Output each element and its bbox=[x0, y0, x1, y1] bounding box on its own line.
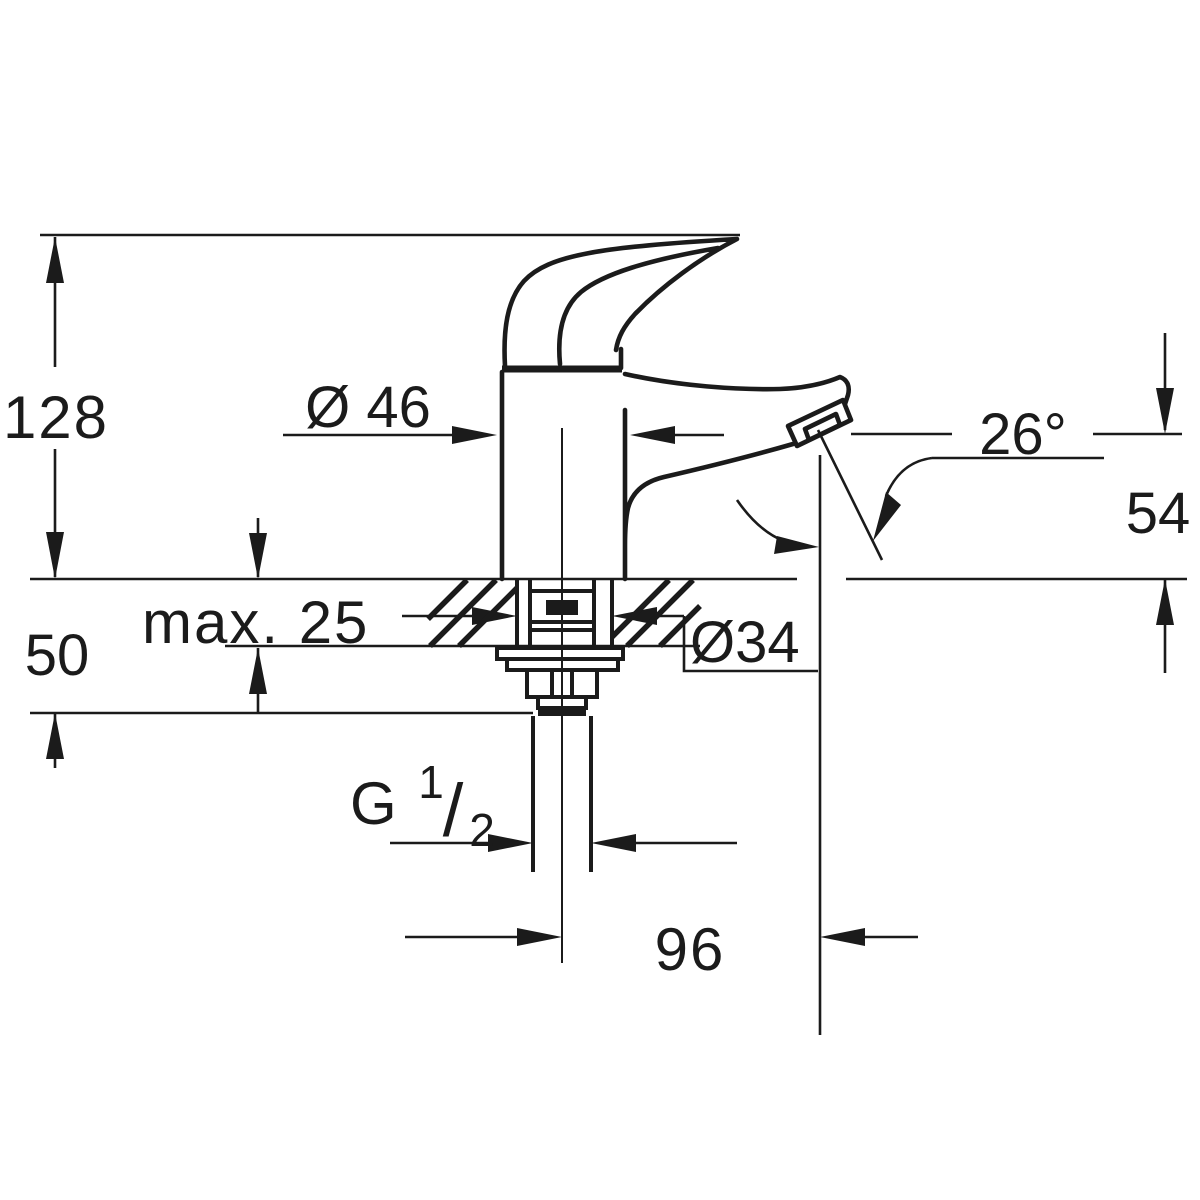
dim-thread-letter: G bbox=[350, 770, 399, 837]
dim-hole-diameter-label: Ø34 bbox=[690, 610, 800, 675]
dim-shank-clearance-label: 50 bbox=[25, 623, 90, 688]
faucet-outline bbox=[499, 236, 852, 582]
aerator bbox=[785, 397, 854, 449]
dim-spout-angle-label: 26° bbox=[979, 402, 1067, 467]
mounting-assembly bbox=[495, 580, 625, 872]
dim-outlet-height-label: 54 bbox=[1126, 481, 1191, 546]
dim-spout-reach-label: 96 bbox=[655, 916, 726, 983]
dim-body-diameter-label: Ø 46 bbox=[305, 375, 431, 440]
dim-overall-height-label: 128 bbox=[3, 384, 109, 451]
dim-max-deck-thickness-label: max. 25 bbox=[142, 589, 369, 656]
dim-thread-slash: / bbox=[443, 769, 464, 852]
dim-thread-denominator: 2 bbox=[469, 804, 495, 856]
dim-thread-numerator: 1 bbox=[418, 756, 444, 808]
deck-hatch bbox=[426, 578, 702, 648]
